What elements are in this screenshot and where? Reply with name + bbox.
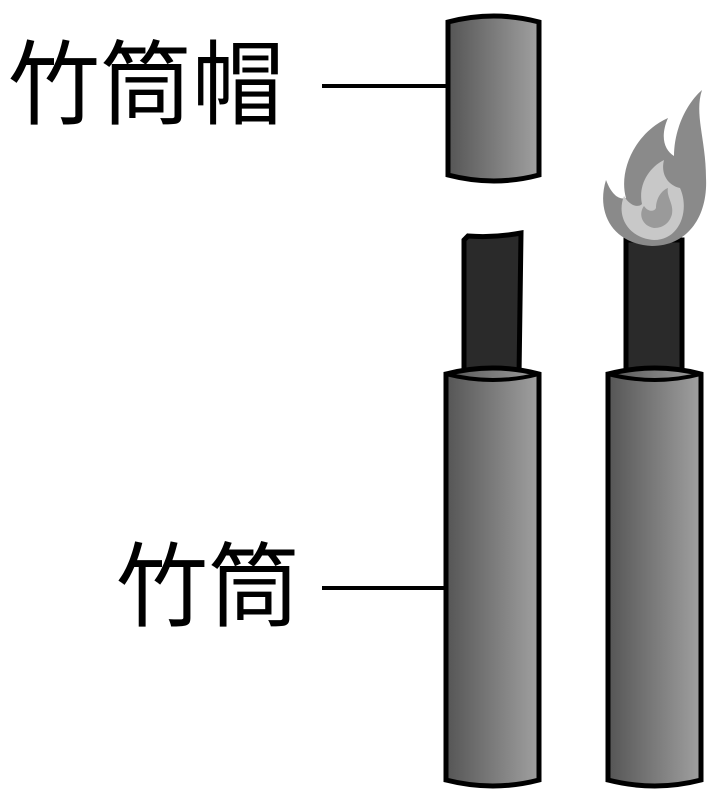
left-inner-rod — [461, 229, 524, 379]
tube-label: 竹筒 — [116, 534, 301, 641]
cap-label: 竹筒帽 — [8, 32, 285, 139]
right-inner-rod — [623, 237, 685, 379]
flame-icon — [603, 90, 707, 246]
bamboo-cap — [445, 13, 542, 184]
right-bamboo-tube — [605, 365, 704, 789]
left-bamboo-tube — [443, 365, 542, 789]
